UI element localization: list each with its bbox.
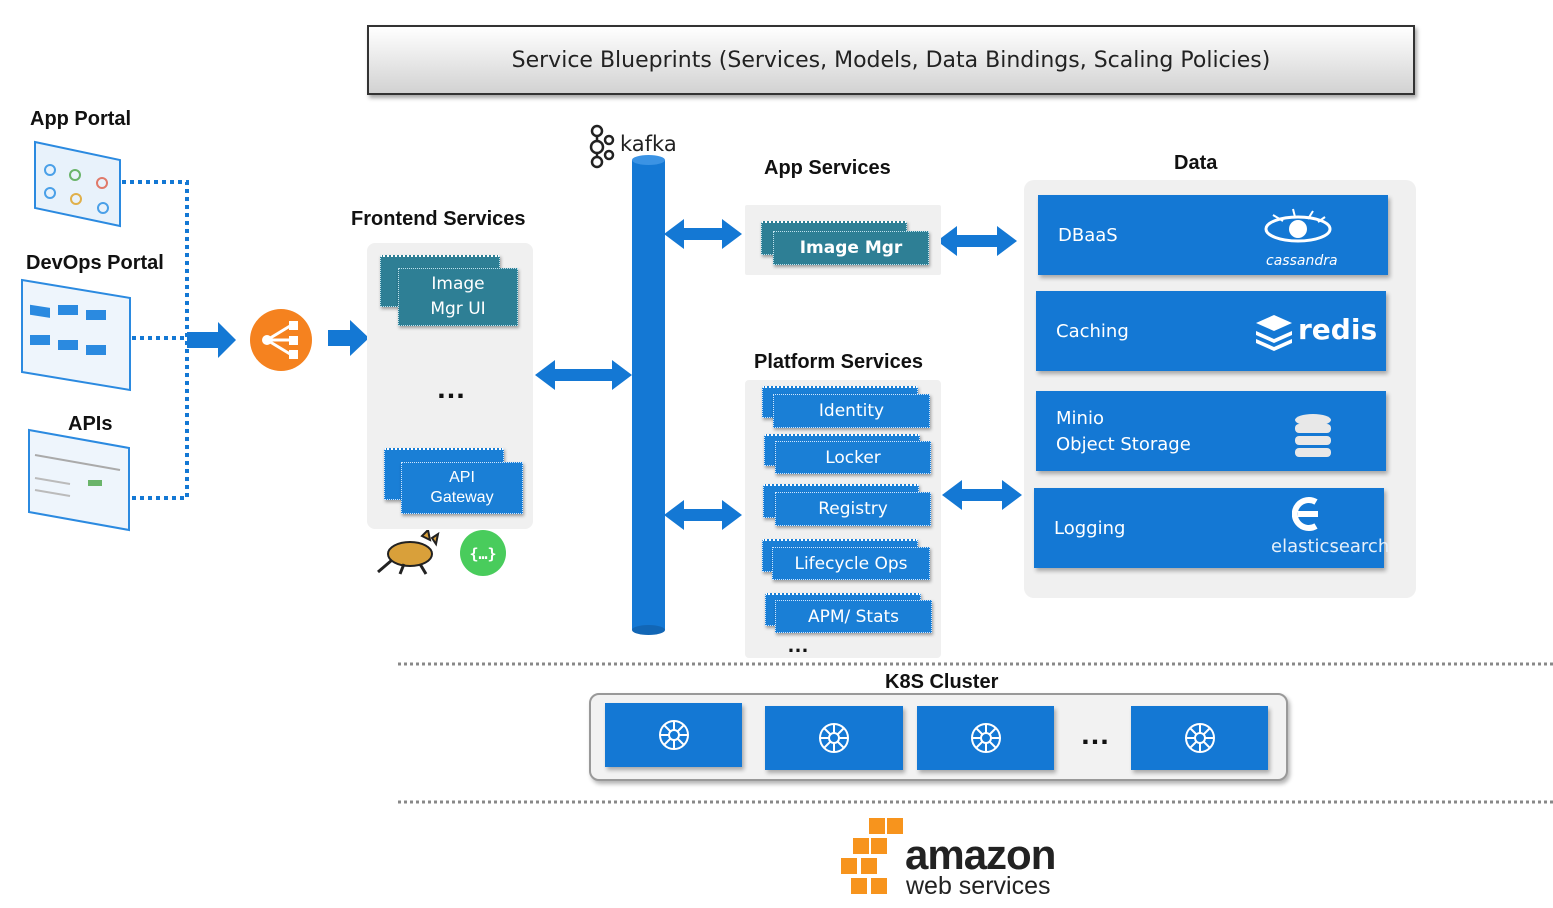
aws-web-services-text: web services	[906, 872, 1051, 900]
cassandra-eye-icon	[1264, 208, 1332, 243]
k8s-ellipsis: …	[1080, 718, 1114, 751]
k8s-node-4[interactable]	[1131, 706, 1268, 770]
elasticsearch-brand: elasticsearch	[1271, 536, 1390, 557]
arrow-to-frontend	[328, 320, 369, 356]
devops-portal-label: DevOps Portal	[26, 252, 164, 274]
apis-thumbnail	[28, 428, 130, 532]
data-title: Data	[1174, 152, 1218, 174]
frontend-ellipsis: …	[436, 372, 470, 405]
logging-label: Logging	[1054, 518, 1126, 539]
apis-label: APIs	[68, 413, 113, 435]
redis-brand: redis	[1298, 313, 1378, 346]
kubernetes-helm-icon	[658, 720, 689, 750]
tomcat-icon	[377, 530, 440, 575]
k8s-cluster-title: K8S Cluster	[885, 671, 999, 693]
double-arrows	[535, 219, 1022, 530]
kubernetes-helm-icon	[1184, 723, 1215, 753]
apm-stats-card[interactable]: APM/ Stats	[775, 600, 932, 633]
minio-label: Minio	[1056, 408, 1104, 429]
kafka-bus	[632, 155, 665, 635]
aws-cubes-icon	[839, 816, 905, 896]
api-gateway-line2: Gateway	[430, 489, 494, 506]
platform-services-title: Platform Services	[754, 351, 923, 373]
dbaas-label: DBaaS	[1058, 225, 1118, 246]
image-mgr-card[interactable]: Image Mgr	[773, 231, 929, 265]
load-balancer-icon	[250, 309, 312, 371]
lifecycle-ops-card[interactable]: Lifecycle Ops	[772, 547, 930, 580]
app-portal-thumbnail	[34, 140, 121, 228]
swagger-icon: {…}	[460, 530, 506, 576]
caching-label: Caching	[1056, 321, 1129, 342]
client-connectors	[122, 180, 189, 500]
svg-text:{…}: {…}	[469, 545, 496, 563]
registry-card[interactable]: Registry	[775, 492, 931, 526]
minio-box[interactable]: Minio Object Storage	[1036, 391, 1386, 471]
caching-box[interactable]: Caching redis	[1036, 291, 1386, 371]
kafka-label: kafka	[620, 132, 677, 156]
service-blueprints-banner: Service Blueprints (Services, Models, Da…	[367, 25, 1415, 95]
database-icon	[1295, 414, 1331, 457]
image-mgr-ui-line1: Image	[431, 274, 485, 294]
api-gateway-card[interactable]: API Gateway	[401, 462, 523, 514]
logging-box[interactable]: Logging elasticsearch	[1034, 488, 1389, 568]
frontend-services-title: Frontend Services	[351, 208, 526, 230]
locker-card[interactable]: Locker	[775, 441, 931, 474]
kubernetes-helm-icon	[819, 723, 849, 753]
app-services-title: App Services	[764, 157, 891, 179]
kafka-logo-icon	[589, 124, 615, 169]
elasticsearch-icon	[1292, 497, 1318, 531]
platform-ellipsis: …	[787, 632, 812, 657]
cassandra-brand: cassandra	[1266, 253, 1338, 269]
k8s-node-2[interactable]	[765, 706, 903, 770]
k8s-node-1[interactable]	[605, 703, 742, 767]
app-portal-label: App Portal	[30, 108, 132, 130]
image-mgr-ui-card[interactable]: Image Mgr UI	[398, 268, 518, 326]
k8s-node-3[interactable]	[917, 706, 1054, 770]
aws-amazon-text: amazon	[905, 831, 1056, 878]
arrow-to-load-balancer	[187, 322, 236, 358]
object-storage-label: Object Storage	[1056, 434, 1191, 455]
identity-card[interactable]: Identity	[773, 394, 930, 428]
redis-stack-icon	[1256, 315, 1292, 351]
api-gateway-line1: API	[449, 469, 475, 486]
kubernetes-helm-icon	[970, 723, 1001, 753]
image-mgr-ui-line2: Mgr UI	[430, 299, 486, 319]
dbaas-box[interactable]: DBaaS cassandra	[1038, 195, 1388, 275]
devops-portal-thumbnail	[21, 278, 131, 392]
